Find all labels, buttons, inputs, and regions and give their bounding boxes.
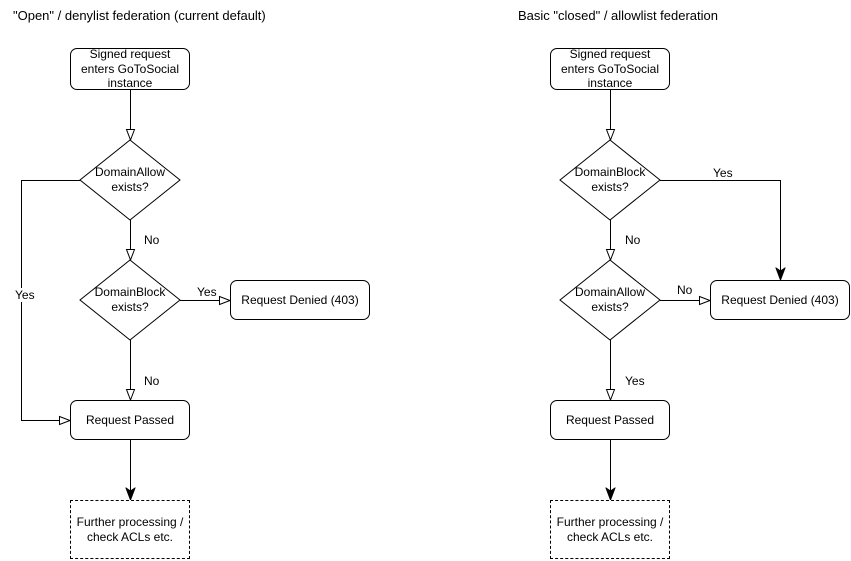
left-node-signed-request: Signed request enters GoToSocial instanc… (70, 47, 190, 90)
left-chart-title: "Open" / denylist federation (current de… (13, 8, 266, 23)
decision-diamond-left-domainallow (79, 139, 181, 221)
left-decision-domainblock-label: DomainBlock exists? (94, 285, 166, 314)
right-chart-title: Basic "closed" / allowlist federation (518, 8, 718, 23)
left-edge-label-decision1-yes: Yes (14, 288, 36, 302)
right-decision-domainallow-label: DomainAllow exists? (574, 285, 646, 314)
left-decision-domainallow-label: DomainAllow exists? (94, 165, 166, 194)
right-edge-label-decision2-no: No (676, 283, 694, 297)
left-node-request-denied: Request Denied (403) (230, 280, 370, 320)
left-edge-label-decision1-no: No (143, 233, 161, 247)
right-edge-label-decision2-yes: Yes (624, 374, 646, 388)
left-edge-label-decision2-no: No (143, 374, 161, 388)
right-decision-domainblock-label: DomainBlock exists? (574, 165, 646, 194)
right-node-further-processing: Further processing / check ACLs etc. (550, 500, 670, 559)
left-edge-label-decision2-yes: Yes (196, 285, 218, 299)
left-node-further-processing: Further processing / check ACLs etc. (70, 500, 190, 559)
right-node-request-denied: Request Denied (403) (710, 280, 850, 320)
right-node-request-passed: Request Passed (550, 400, 670, 440)
right-edge-label-decision1-yes: Yes (712, 166, 734, 180)
edge-right-decision1-yes-to-denied (660, 180, 781, 281)
decision-diamond-right-domainallow (559, 259, 661, 341)
decision-diamond-right-domainblock (559, 139, 661, 221)
decision-diamond-left-domainblock (79, 259, 181, 341)
right-edge-label-decision1-no: No (624, 233, 642, 247)
right-node-signed-request: Signed request enters GoToSocial instanc… (550, 47, 670, 90)
left-node-request-passed: Request Passed (70, 400, 190, 440)
